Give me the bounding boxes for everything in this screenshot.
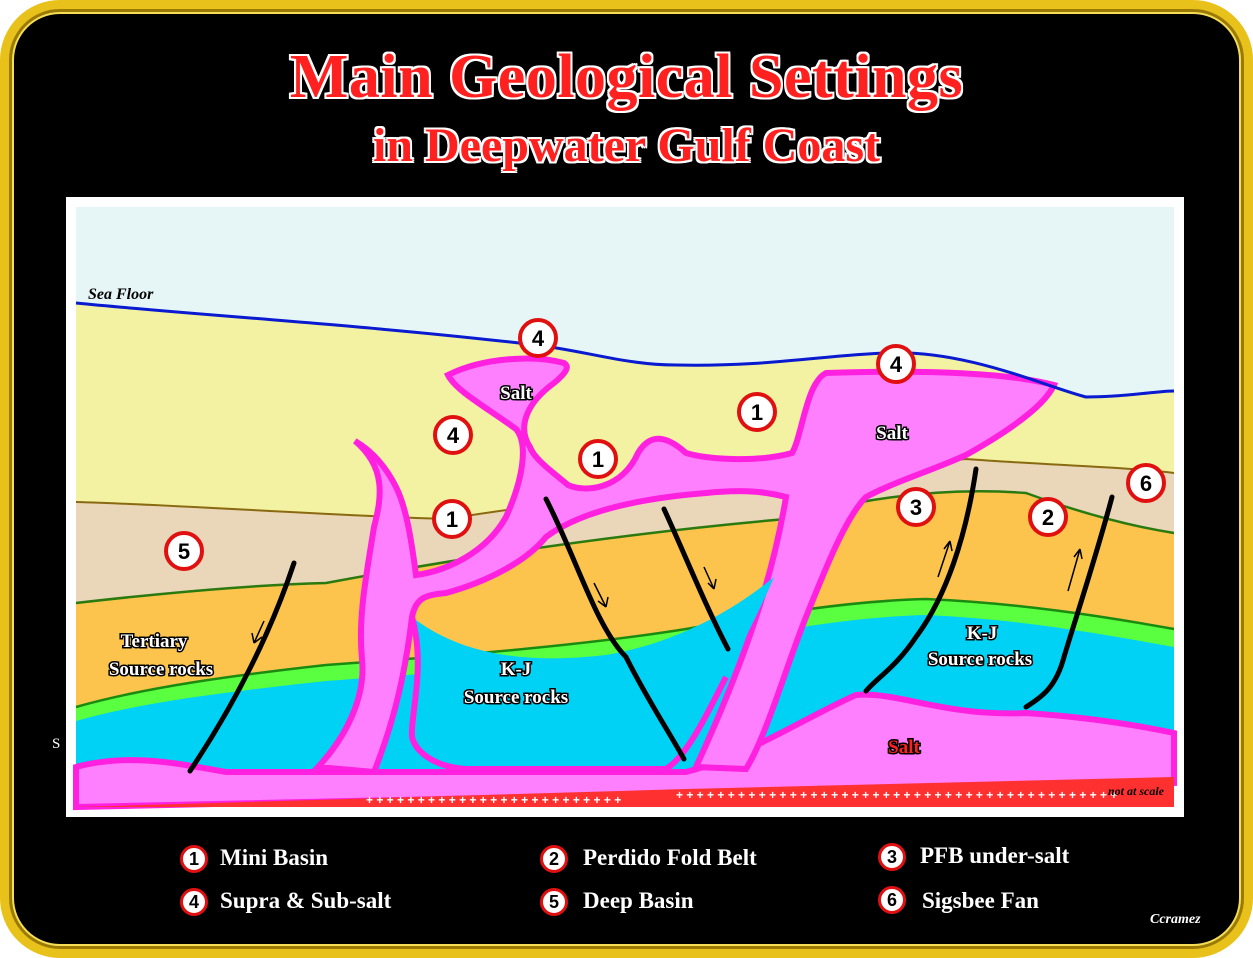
tertiary-label-1: Tertiary bbox=[121, 631, 188, 652]
marker-circle-1 bbox=[432, 499, 472, 539]
marker-circle-6 bbox=[1126, 463, 1166, 503]
basement-crosses: + + + + + + + + + + + + + + + + + + + + … bbox=[366, 788, 1117, 807]
marker-circle-3 bbox=[896, 487, 936, 527]
salt-body bbox=[311, 355, 1059, 776]
credit: Ccramez bbox=[1150, 912, 1201, 927]
marker-circle-4 bbox=[518, 318, 558, 358]
marker-circle-1 bbox=[578, 439, 618, 479]
marker-number-1: 1 bbox=[751, 400, 763, 425]
faults bbox=[187, 466, 1115, 774]
kj-right-label-2: Source rocks bbox=[928, 649, 1032, 670]
legend-badge-6: 6 bbox=[878, 886, 906, 914]
legend-badge-2: 2 bbox=[540, 845, 568, 873]
title-line-1: Main Geological Settings bbox=[289, 43, 964, 111]
side-letter: S bbox=[52, 736, 61, 752]
marker-circle-5 bbox=[164, 531, 204, 571]
cross-section-diagram: + + + + + + + + + + + + + + + + + + + + … bbox=[73, 207, 1177, 811]
legend-label-6: Sigsbee Fan bbox=[922, 888, 1039, 913]
tertiary-label-2: Source rocks bbox=[109, 659, 213, 680]
svg-text:+ + + + + + + + + + + + + + +: + + + + + + + + + + + + + + + + + + + + … bbox=[676, 788, 1117, 802]
marker-number-4: 4 bbox=[890, 352, 903, 377]
legend-label-5: Deep Basin bbox=[583, 888, 694, 913]
legend-badge-4: 4 bbox=[180, 888, 208, 916]
kj-left-label-1: K-J bbox=[501, 659, 532, 680]
kj-left-label-2: Source rocks bbox=[464, 687, 568, 708]
marker-number-6: 6 bbox=[1140, 471, 1152, 496]
kj-right-label-1: K-J bbox=[967, 623, 998, 644]
scale-note: not at scale bbox=[1108, 784, 1165, 798]
legend-label-2: Perdido Fold Belt bbox=[583, 845, 757, 870]
setting-markers: 4 4 4 1 1 1 5 3 2 6 bbox=[164, 318, 1166, 571]
salt-label-left: Salt bbox=[500, 383, 532, 404]
legend-badge-1: 1 bbox=[180, 845, 208, 873]
marker-number-1: 1 bbox=[446, 507, 458, 532]
marker-number-5: 5 bbox=[178, 539, 190, 564]
legend-badge-3: 3 bbox=[878, 843, 906, 871]
legend-badge-5: 5 bbox=[540, 888, 568, 916]
cross-section-panel: + + + + + + + + + + + + + + + + + + + + … bbox=[66, 197, 1184, 817]
marker-circle-1 bbox=[737, 392, 777, 432]
marker-circle-4 bbox=[433, 415, 473, 455]
marker-number-2: 2 bbox=[1042, 505, 1054, 530]
marker-number-4: 4 bbox=[447, 423, 460, 448]
kj-pocket bbox=[411, 577, 774, 769]
sea-floor-line bbox=[75, 301, 1175, 399]
legend-label-1: Mini Basin bbox=[220, 845, 329, 870]
marker-number-3: 3 bbox=[910, 495, 922, 520]
basement bbox=[76, 777, 1174, 807]
legend-label-4: Supra & Sub-salt bbox=[220, 888, 392, 913]
salt-label-deep: Salt bbox=[888, 737, 920, 758]
marker-number-1: 1 bbox=[592, 447, 604, 472]
salt-label-right: Salt bbox=[876, 423, 908, 444]
svg-text:+ + + + + + + + + + + + + + +: + + + + + + + + + + + + + + + + + + + + … bbox=[366, 793, 621, 807]
marker-circle-4 bbox=[876, 344, 916, 384]
legend-label-3: PFB under-salt bbox=[920, 843, 1070, 868]
fault-arrows bbox=[251, 540, 1083, 644]
marker-circle-2 bbox=[1028, 497, 1068, 537]
sea-floor-label: Sea Floor bbox=[88, 286, 154, 303]
title-line-2: in Deepwater Gulf Coast bbox=[372, 119, 881, 172]
marker-number-4: 4 bbox=[532, 326, 545, 351]
